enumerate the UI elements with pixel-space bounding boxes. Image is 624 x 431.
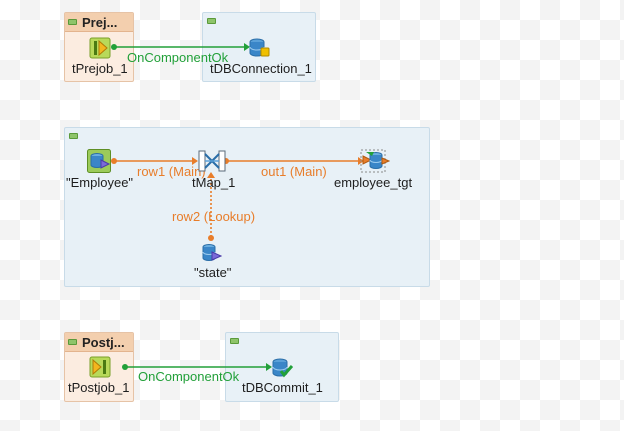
component-label-employee-tgt[interactable]: employee_tgt (334, 175, 413, 190)
link-label-post-oncomponentok[interactable]: OnComponentOk (138, 369, 240, 384)
component-label-employee[interactable]: "Employee" (66, 175, 134, 190)
link-start-dot (122, 364, 128, 370)
component-label-tdbconnection[interactable]: tDBConnection_1 (210, 61, 312, 76)
collapse-toggle-icon[interactable] (68, 19, 77, 25)
component-label-tdbcommit[interactable]: tDBCommit_1 (242, 380, 323, 395)
collapse-toggle-icon[interactable] (69, 133, 78, 139)
component-label-tprejob[interactable]: tPrejob_1 (72, 61, 128, 76)
arrow-head (207, 172, 215, 178)
arrow-head (192, 157, 198, 165)
link-start-dot (111, 158, 117, 164)
collapse-toggle-icon[interactable] (207, 18, 216, 24)
link-label-out1[interactable]: out1 (Main) (261, 164, 327, 179)
subjob-postjob-header[interactable]: Postj... (65, 333, 133, 352)
link-label-row2[interactable]: row2 (Lookup) (172, 209, 256, 224)
component-label-tmap[interactable]: tMap_1 (192, 175, 236, 190)
link-label-pre-oncomponentok[interactable]: OnComponentOk (127, 50, 229, 65)
prejob-icon[interactable] (89, 37, 111, 59)
database-connection-icon[interactable] (248, 37, 270, 59)
subjob-postjob-title: Postj... (82, 334, 125, 350)
collapse-toggle-icon[interactable] (230, 338, 239, 344)
tmap-icon[interactable] (198, 150, 226, 172)
link-start-dot (111, 44, 117, 50)
subjob-prejob-header[interactable]: Prej... (65, 13, 133, 32)
arrow-head (244, 43, 250, 51)
component-label-state[interactable]: "state" (194, 265, 232, 280)
arrow-head (266, 363, 272, 371)
collapse-toggle-icon[interactable] (68, 339, 77, 345)
database-input-icon[interactable] (200, 242, 222, 264)
database-input-icon[interactable] (87, 149, 111, 173)
database-output-icon[interactable] (360, 149, 390, 173)
link-label-row1[interactable]: row1 (Main) (137, 164, 206, 179)
postjob-icon[interactable] (89, 356, 111, 378)
database-commit-icon[interactable] (271, 357, 293, 379)
link-start-dot (208, 235, 214, 241)
subjob-prejob-title: Prej... (82, 14, 118, 30)
component-label-tpostjob[interactable]: tPostjob_1 (68, 380, 130, 395)
